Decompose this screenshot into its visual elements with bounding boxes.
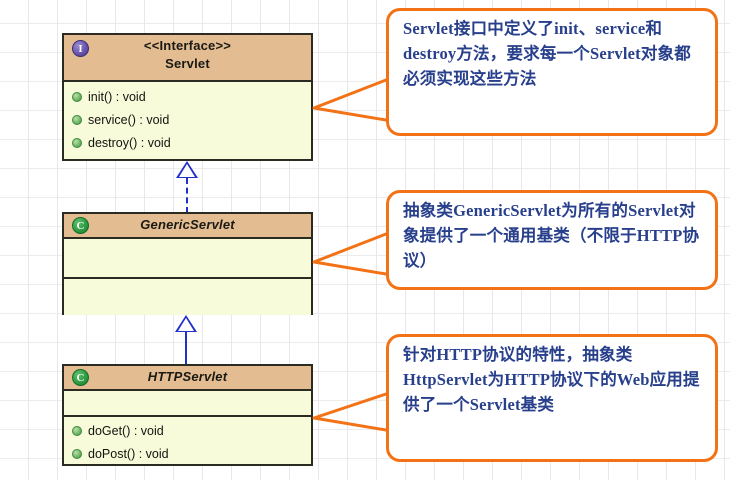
- callout-genericservlet[interactable]: 抽象类GenericServlet为所有的Servlet对象提供了一个通用基类（…: [386, 190, 718, 290]
- uml-class-name-servlet: Servlet: [165, 56, 210, 71]
- uml-header-genericservlet: C GenericServlet: [64, 214, 311, 239]
- callout-tail-servlet: [312, 78, 388, 122]
- generalization-hollow-triangle-icon: [175, 315, 197, 332]
- callout-tail-httpservlet: [312, 392, 388, 432]
- uml-header-httpservlet: C HTTPServlet: [64, 366, 311, 391]
- class-icon: C: [72, 217, 89, 234]
- uml-stereotype-servlet: <<Interface>>: [143, 38, 232, 53]
- callout-httpservlet-text: 针对HTTP协议的特性，抽象类HttpServlet为HTTP协议下的Web应用…: [403, 345, 700, 414]
- uml-attributes-httpservlet: [64, 391, 311, 415]
- public-visibility-icon: [72, 448, 82, 459]
- interface-icon: I: [72, 40, 89, 57]
- callout-genericservlet-text: 抽象类GenericServlet为所有的Servlet对象提供了一个通用基类（…: [403, 201, 700, 270]
- uml-members-servlet: init() : void service() : void destroy()…: [64, 82, 311, 159]
- uml-member[interactable]: service() : void: [64, 108, 311, 131]
- generalization-connector-line: [185, 332, 187, 366]
- class-icon: C: [72, 369, 89, 386]
- realization-connector-line: [186, 178, 188, 213]
- public-visibility-icon: [72, 137, 82, 148]
- callout-servlet[interactable]: Servlet接口中定义了init、service和destroy方法，要求每一…: [386, 8, 718, 136]
- uml-member[interactable]: doGet() : void: [64, 419, 311, 442]
- uml-member-label: init() : void: [88, 89, 146, 104]
- uml-member-label: doPost() : void: [88, 446, 169, 461]
- uml-member[interactable]: destroy() : void: [64, 131, 311, 154]
- uml-members-genericservlet: [64, 277, 311, 315]
- uml-member-label: doGet() : void: [88, 423, 164, 438]
- callout-servlet-text: Servlet接口中定义了init、service和destroy方法，要求每一…: [403, 19, 691, 88]
- callout-tail-genericservlet: [312, 232, 388, 276]
- uml-member[interactable]: init() : void: [64, 85, 311, 108]
- uml-member-label: destroy() : void: [88, 135, 171, 150]
- uml-class-name-httpservlet: HTTPServlet: [147, 369, 228, 384]
- uml-members-httpservlet: doGet() : void doPost() : void: [64, 415, 311, 464]
- public-visibility-icon: [72, 425, 82, 436]
- callout-httpservlet[interactable]: 针对HTTP协议的特性，抽象类HttpServlet为HTTP协议下的Web应用…: [386, 334, 718, 462]
- public-visibility-icon: [72, 91, 82, 102]
- uml-class-httpservlet[interactable]: C HTTPServlet doGet() : void doPost() : …: [62, 364, 313, 466]
- uml-class-genericservlet[interactable]: C GenericServlet: [62, 212, 313, 315]
- uml-member-label: service() : void: [88, 112, 170, 127]
- uml-class-name-genericservlet: GenericServlet: [140, 217, 235, 232]
- uml-attributes-genericservlet: [64, 239, 311, 277]
- uml-member[interactable]: doPost() : void: [64, 442, 311, 465]
- realization-hollow-triangle-icon: [176, 161, 198, 178]
- uml-header-servlet: I <<Interface>> Servlet: [64, 35, 311, 82]
- uml-class-servlet[interactable]: I <<Interface>> Servlet init() : void se…: [62, 33, 313, 161]
- public-visibility-icon: [72, 114, 82, 125]
